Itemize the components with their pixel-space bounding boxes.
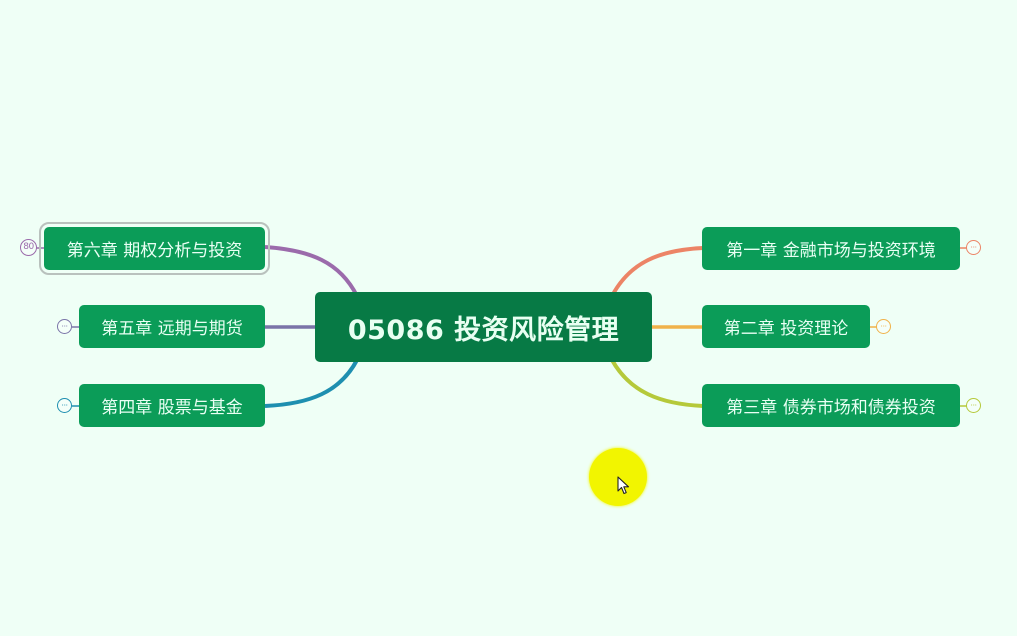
expand-toggle-icon[interactable]: ···: [876, 319, 891, 334]
expand-toggle-icon[interactable]: ···: [966, 398, 981, 413]
collapse-count-badge[interactable]: 80: [20, 239, 37, 256]
expand-toggle-icon[interactable]: ···: [966, 240, 981, 255]
topic-chapter-2[interactable]: 第二章 投资理论: [702, 305, 870, 348]
expand-toggle-icon[interactable]: ···: [57, 398, 72, 413]
central-topic-label: 05086 投资风险管理: [347, 314, 620, 346]
topic-chapter-1[interactable]: 第一章 金融市场与投资环境: [702, 227, 960, 270]
topic-label: 第一章 金融市场与投资环境: [726, 241, 936, 261]
topic-chapter-5[interactable]: 第五章 远期与期货: [79, 305, 265, 348]
mouse-pointer-icon: [617, 476, 630, 495]
topic-chapter-6[interactable]: 第六章 期权分析与投资: [39, 222, 270, 275]
topic-label: 第四章 股票与基金: [101, 398, 243, 418]
topic-label: 第六章 期权分析与投资: [66, 241, 243, 261]
topic-chapter-4[interactable]: 第四章 股票与基金: [79, 384, 265, 427]
topic-label: 第三章 债券市场和债券投资: [726, 398, 936, 418]
topic-label: 第五章 远期与期货: [101, 319, 243, 339]
central-topic[interactable]: 05086 投资风险管理: [315, 292, 652, 362]
topic-label: 第二章 投资理论: [723, 319, 849, 339]
topic-chapter-3[interactable]: 第三章 债券市场和债券投资: [702, 384, 960, 427]
expand-toggle-icon[interactable]: ···: [57, 319, 72, 334]
